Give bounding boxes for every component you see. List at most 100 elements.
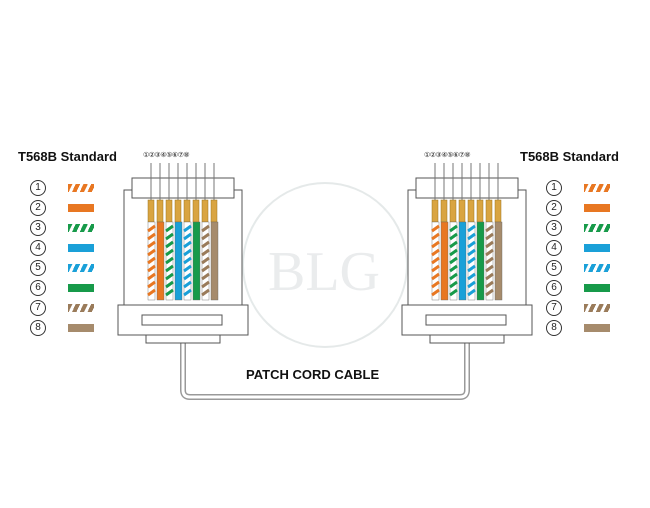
legend-row-pin-8: 8	[546, 320, 626, 340]
legend-row-pin-2: 2	[546, 200, 626, 220]
wire-stripe	[165, 288, 174, 297]
wire-stripe	[431, 272, 440, 281]
gold-contact	[210, 199, 218, 223]
wire-color-swatch-orange-white	[584, 184, 610, 192]
legend-row-pin-2: 2	[30, 200, 110, 220]
wire-stripe	[485, 224, 494, 233]
gold-contact	[440, 199, 448, 223]
wire-color-swatch-brown	[68, 324, 94, 332]
connector-strain-relief	[145, 334, 221, 344]
wire-color-swatch-green-white	[584, 224, 610, 232]
pin-number: 8	[30, 320, 46, 336]
wire-stripe	[467, 248, 476, 257]
wire-stripe	[449, 272, 458, 281]
wire-blue	[458, 221, 467, 301]
gold-contact	[485, 199, 493, 223]
pin-number: 2	[546, 200, 562, 216]
wire-stripe	[147, 264, 156, 273]
wire-orange	[156, 221, 165, 301]
legend-row-pin-6: 6	[30, 280, 110, 300]
legend-row-pin-7: 7	[546, 300, 626, 320]
wire-stripe	[183, 232, 192, 241]
wire-orange	[440, 221, 449, 301]
wire-stripe	[147, 272, 156, 281]
wire-color-swatch-orange-white	[68, 184, 94, 192]
wire-stripe	[183, 288, 192, 297]
wire-stripe	[467, 272, 476, 281]
wire-color-swatch-green	[68, 284, 94, 292]
wire-stripe	[201, 224, 210, 233]
pin-number: 7	[546, 300, 562, 316]
wire-stripe	[467, 280, 476, 289]
wire-color-swatch-blue	[584, 244, 610, 252]
wire-stripe	[165, 264, 174, 273]
wire-stripe	[467, 288, 476, 297]
wire-stripe	[431, 256, 440, 265]
wire-stripe	[449, 288, 458, 297]
pin-number: 6	[546, 280, 562, 296]
wire-stripe	[147, 224, 156, 233]
wire-stripe	[431, 224, 440, 233]
connector-latch-slot	[425, 314, 507, 326]
wire-stripe	[485, 256, 494, 265]
connector-top	[131, 177, 235, 199]
wire-green	[476, 221, 485, 301]
legend-row-pin-6: 6	[546, 280, 626, 300]
legend-row-pin-1: 1	[30, 180, 110, 200]
wire-stripe	[485, 288, 494, 297]
wire-stripe	[431, 232, 440, 241]
legend-row-pin-8: 8	[30, 320, 110, 340]
watermark: BLG	[242, 182, 408, 348]
wire-stripe	[201, 256, 210, 265]
wire-color-swatch-blue-white	[584, 264, 610, 272]
pin-number: 5	[546, 260, 562, 276]
wire-stripe	[183, 224, 192, 233]
pin-number: 3	[30, 220, 46, 236]
wire-stripe	[431, 280, 440, 289]
wire-color-swatch-green-white	[68, 224, 94, 232]
watermark-text: BLG	[268, 241, 380, 303]
gold-contact	[183, 199, 191, 223]
wire-stripe	[183, 256, 192, 265]
wire-stripe	[201, 288, 210, 297]
connector-body	[123, 189, 243, 309]
wire-stripe	[449, 240, 458, 249]
wire-stripe	[467, 240, 476, 249]
connector-top	[415, 177, 519, 199]
pin-number: 1	[546, 180, 562, 196]
wire-stripe	[165, 272, 174, 281]
wire-stripe	[201, 272, 210, 281]
wire-stripe	[165, 224, 174, 233]
wire-stripe	[165, 256, 174, 265]
wire-stripe	[449, 280, 458, 289]
wire-stripe	[183, 248, 192, 257]
wire-stripe	[431, 264, 440, 273]
legend-row-pin-7: 7	[30, 300, 110, 320]
left-standard-title: T568B Standard	[18, 149, 117, 164]
gold-contact	[165, 199, 173, 223]
wire-stripe	[201, 264, 210, 273]
gold-contact	[192, 199, 200, 223]
legend-row-pin-3: 3	[546, 220, 626, 240]
wire-stripe	[485, 248, 494, 257]
pin-number: 1	[30, 180, 46, 196]
cable-label: PATCH CORD CABLE	[246, 367, 380, 382]
gold-contact	[431, 199, 439, 223]
legend-row-pin-3: 3	[30, 220, 110, 240]
wire-stripe	[147, 232, 156, 241]
wire-stripe	[449, 256, 458, 265]
wire-stripe	[201, 240, 210, 249]
pin-number: 3	[546, 220, 562, 236]
wire-color-swatch-brown	[584, 324, 610, 332]
gold-contact	[156, 199, 164, 223]
wire-stripe	[165, 240, 174, 249]
wire-stripe	[165, 248, 174, 257]
connector-latch-slot	[141, 314, 223, 326]
right-pin-header: ①②③④⑤⑥⑦⑧	[424, 152, 471, 159]
pin-number: 5	[30, 260, 46, 276]
right-standard-title: T568B Standard	[520, 149, 619, 164]
wire-stripe	[449, 232, 458, 241]
wire-color-swatch-orange	[584, 204, 610, 212]
wire-stripe	[467, 264, 476, 273]
